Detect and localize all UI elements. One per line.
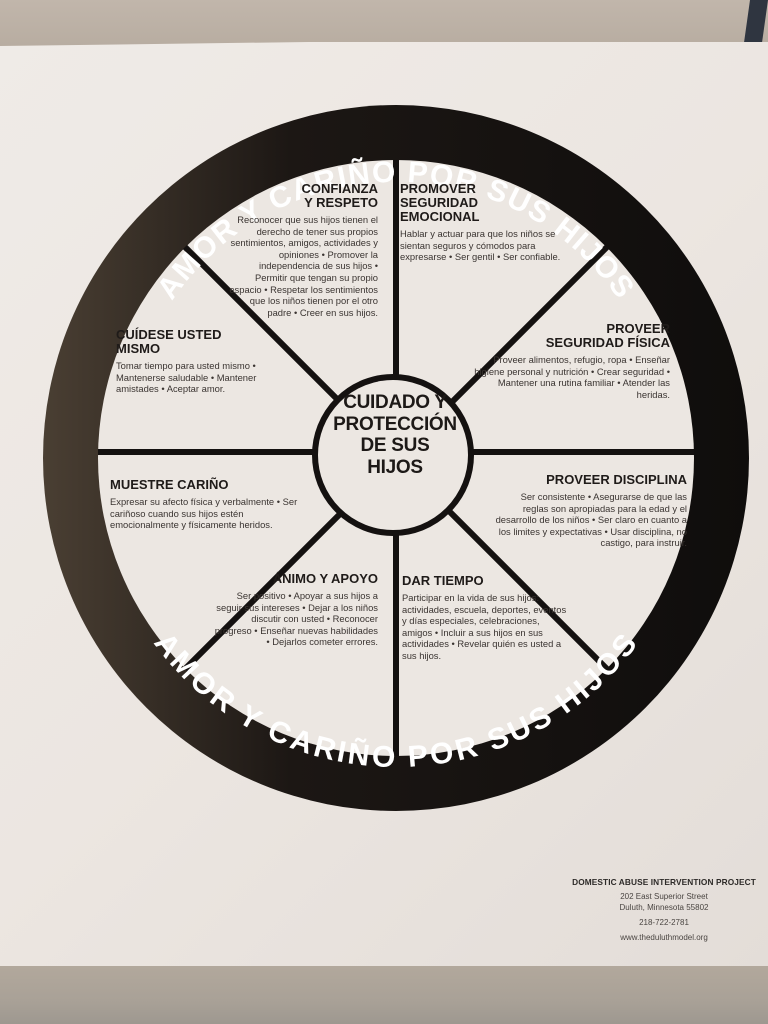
city-address: Duluth, Minnesota 55802 <box>619 903 709 912</box>
section-body: Expresar su afecto física y verbalmente … <box>110 496 298 531</box>
section-body: Ser positivo • Apoyar a sus hijos a segu… <box>214 590 378 648</box>
section-body: Tomar tiempo para usted mismo • Mantener… <box>116 360 257 395</box>
hub-line: HIJOS <box>367 456 423 478</box>
section-muestre-carino: MUESTRE CARIÑO Expresar su afecto física… <box>110 478 300 531</box>
section-body: Hablar y actuar para que los niños se si… <box>400 228 561 263</box>
section-title: MUESTRE CARIÑO <box>110 477 229 492</box>
hub-circle <box>312 374 474 536</box>
section-body: Participar en la vida de sus hijos: acti… <box>402 592 567 661</box>
phone-number: 218-722-2781 <box>639 918 689 927</box>
organization-footer: DOMESTIC ABUSE INTERVENTION PROJECT 202 … <box>560 877 768 943</box>
section-title: ÁNIMO Y APOYO <box>272 571 378 586</box>
street-address: 202 East Superior Street <box>620 892 708 901</box>
hub-line: CUIDADO Y <box>343 392 447 413</box>
organization-name: DOMESTIC ABUSE INTERVENTION PROJECT <box>572 877 756 887</box>
desk-background-bottom <box>0 966 768 1024</box>
website-link: www.theduluthmodel.org <box>620 933 708 942</box>
section-animo-apoyo: ÁNIMO Y APOYO Ser positivo • Apoyar a su… <box>212 572 378 648</box>
section-body: Ser consistente • Asegurarse de que las … <box>495 491 687 549</box>
hub-title: CUIDADO Y PROTECCIÓN DE SUS HIJOS <box>316 392 474 478</box>
section-title: PROVEER DISCIPLINA <box>546 472 687 487</box>
hub-line: PROTECCIÓN <box>333 413 457 435</box>
section-body: Proveer alimentos, refugio, ropa • Enseñ… <box>474 354 670 400</box>
hub-line: DE SUS <box>360 435 430 456</box>
section-disciplina: PROVEER DISCIPLINA Ser consistente • Ase… <box>494 473 687 549</box>
section-title: DAR TIEMPO <box>402 573 484 588</box>
section-dar-tiempo: DAR TIEMPO Participar en la vida de sus … <box>402 574 572 662</box>
section-body: Reconocer que sus hijos tienen el derech… <box>229 214 378 318</box>
